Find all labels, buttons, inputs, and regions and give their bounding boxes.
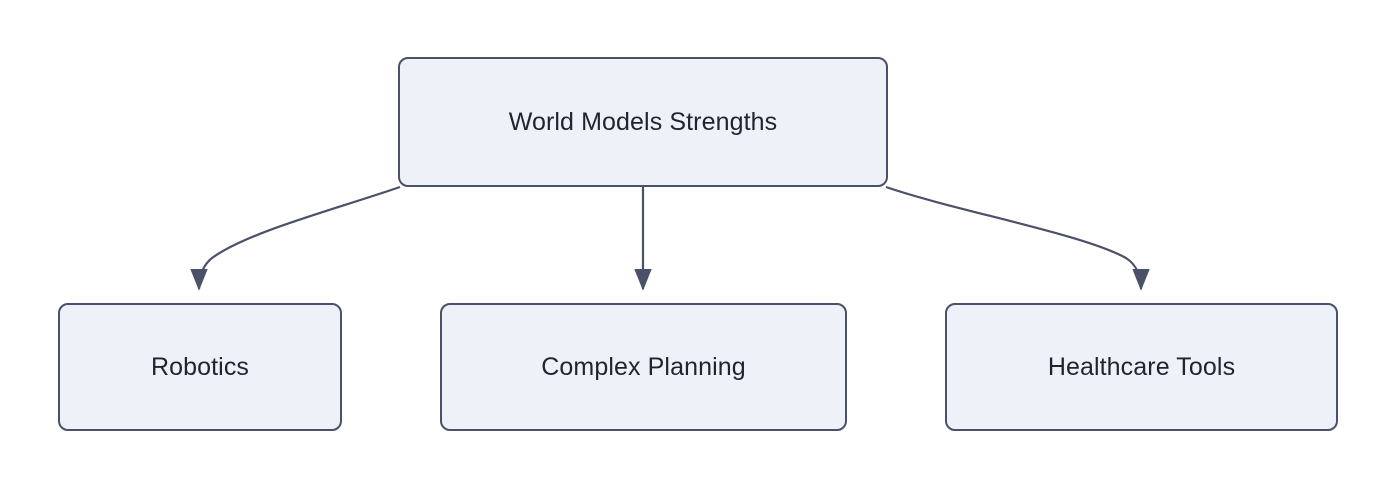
node-label: Complex Planning xyxy=(541,353,746,381)
node-label: Robotics xyxy=(150,353,250,381)
node-label: World Models Strengths xyxy=(508,108,778,136)
edge-root-to-healthcare xyxy=(885,185,1150,291)
node-label: Healthcare Tools xyxy=(1047,353,1236,381)
node-healthcare-tools[interactable]: Healthcare Tools xyxy=(945,303,1338,431)
node-robotics[interactable]: Robotics xyxy=(58,303,342,431)
node-world-models-strengths[interactable]: World Models Strengths xyxy=(398,57,888,187)
edge-root-to-robotics xyxy=(190,185,401,291)
node-complex-planning[interactable]: Complex Planning xyxy=(440,303,847,431)
